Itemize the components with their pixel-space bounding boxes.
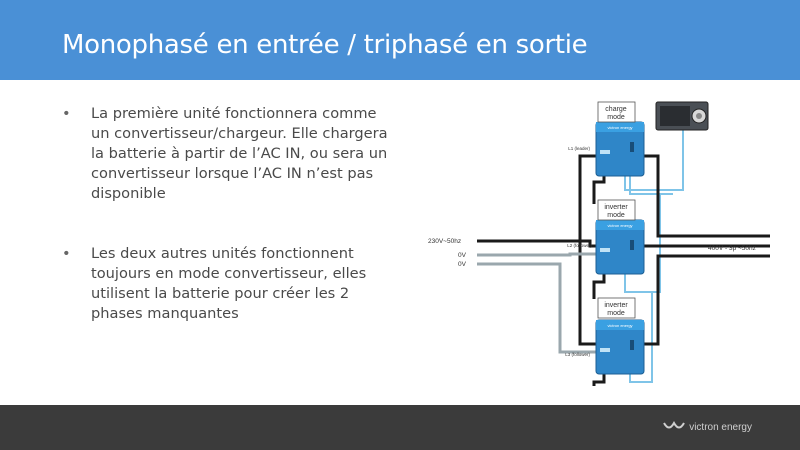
mode-label-line2: mode xyxy=(607,310,625,317)
output-label: 400V - 3p ~50hz xyxy=(708,245,756,252)
mode-box xyxy=(597,297,636,319)
unit-led-strip xyxy=(630,340,634,350)
ac-out-wire xyxy=(642,154,770,238)
bullet-dot: • xyxy=(62,105,71,122)
mode-label-line2: mode xyxy=(607,212,625,219)
bullet-list: • La première unité fonctionnera comme u… xyxy=(58,104,398,364)
comm-wire xyxy=(629,292,653,383)
communication-wires xyxy=(624,116,684,383)
unit-role-label: L2 (follower) xyxy=(567,243,592,248)
dc-wire xyxy=(592,274,606,299)
input-label-0v: 0V xyxy=(458,252,467,259)
brand-logo: victron energy xyxy=(663,417,752,437)
power-wires xyxy=(477,154,770,386)
bullet-item: • La première unité fonctionnera comme u… xyxy=(58,104,398,204)
remote-panel xyxy=(655,101,709,131)
dc-wire xyxy=(592,374,606,386)
unit-label-plate xyxy=(600,150,610,154)
ac-out-wire xyxy=(642,254,770,346)
wiring-diagram: victron energy charge mode L1 (leader) v… xyxy=(428,101,770,386)
title-bar: Monophasé en entrée / triphasé en sortie xyxy=(0,0,800,80)
ac-in-wire xyxy=(477,154,598,243)
unit-header-strip xyxy=(596,320,644,330)
unit-role-label: L1 (leader) xyxy=(568,146,590,151)
unit-l2: victron energy inverter mode L2 (followe… xyxy=(567,199,645,275)
unit-header-strip xyxy=(596,220,644,230)
mode-label-line2: mode xyxy=(607,114,625,121)
comm-wire xyxy=(624,194,661,293)
bullet-text: Les deux autres unités fonctionnent touj… xyxy=(91,245,367,322)
neutral-wire xyxy=(477,262,598,354)
mode-label-line1: inverter xyxy=(604,204,628,211)
input-label-230v: 230V~50hz xyxy=(428,238,461,245)
comm-wire xyxy=(624,116,684,191)
ac-in-wire xyxy=(578,241,598,346)
unit-header-strip xyxy=(596,122,644,132)
mode-label-line1: inverter xyxy=(604,302,628,309)
bullet-item: • Les deux autres unités fonctionnent to… xyxy=(58,244,398,324)
unit-role-label: L3 (follower) xyxy=(565,352,590,357)
unit-label-plate xyxy=(600,248,610,252)
unit-brand: victron energy xyxy=(607,223,632,228)
remote-panel-display xyxy=(660,106,690,126)
unit-l1: victron energy charge mode L1 (leader) xyxy=(568,101,645,177)
knob-center xyxy=(696,113,702,119)
unit-led-strip xyxy=(630,240,634,250)
ac-in-wire xyxy=(580,239,598,248)
dc-wire xyxy=(592,176,606,204)
footer-bar: victron energy xyxy=(0,405,800,450)
neutral-wire xyxy=(477,252,598,257)
mode-label-line1: charge xyxy=(605,106,627,113)
unit-l3: victron energy inverter mode L3 (followe… xyxy=(565,297,645,375)
input-label-0v: 0V xyxy=(458,261,467,268)
comm-wire xyxy=(629,176,673,195)
unit-brand: victron energy xyxy=(607,323,632,328)
victron-logo-icon xyxy=(663,420,686,429)
mode-box xyxy=(597,199,636,221)
bullet-dot: • xyxy=(62,245,71,262)
neutral-wires xyxy=(477,252,598,354)
unit-brand: victron energy xyxy=(607,125,632,130)
footer-logo-text: victron energy xyxy=(689,421,752,433)
unit-label-plate xyxy=(600,348,610,352)
unit-led-strip xyxy=(630,142,634,152)
slide-title: Monophasé en entrée / triphasé en sortie xyxy=(62,30,588,60)
mode-box xyxy=(597,101,636,123)
bullet-text: La première unité fonctionnera comme un … xyxy=(91,105,388,202)
